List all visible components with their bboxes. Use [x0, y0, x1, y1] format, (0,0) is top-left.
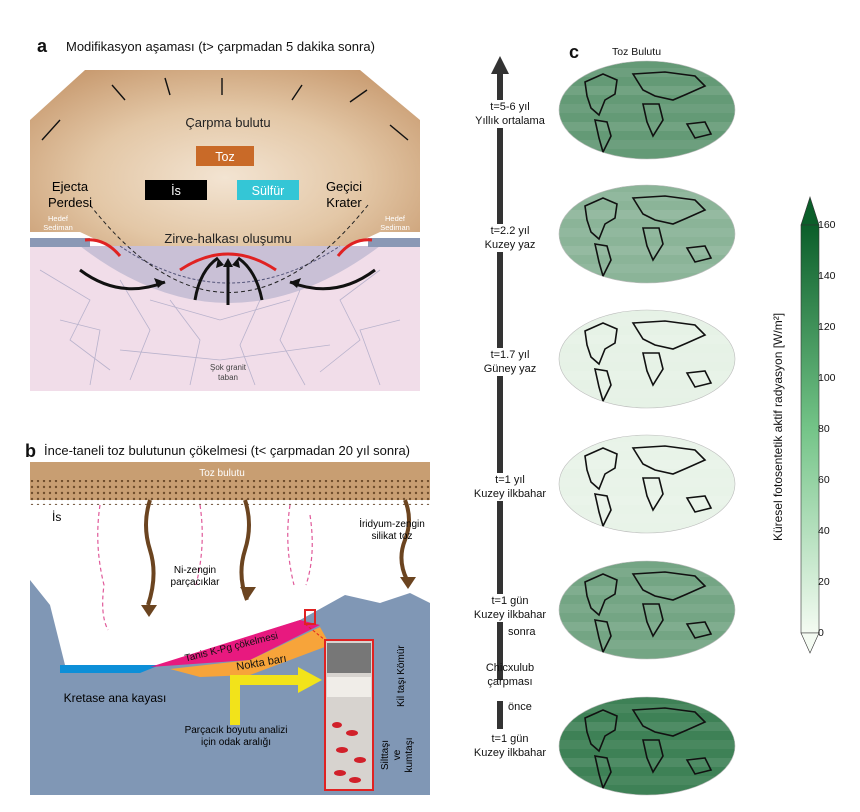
target-sediment-left-2: Sediman — [43, 223, 73, 232]
basement-label-2: taban — [218, 373, 238, 382]
timeline-label-2-line1: t=2.2 yıl — [455, 224, 565, 238]
transient-crater-label-2: Krater — [326, 195, 362, 210]
sulfur-label: Sülfür — [252, 184, 285, 198]
panel-a-diagram: Çarpma bulutu Toz İs Sülfür Ejecta Perde… — [30, 70, 420, 391]
pre-impact-line1: t=1 gün — [455, 732, 565, 746]
panel-a-title: Modifikasyon aşaması (t> çarpmadan 5 dak… — [66, 39, 375, 54]
radiation-map — [558, 434, 736, 534]
timeline-label-5-line2: Kuzey ilkbahar — [455, 608, 565, 622]
iridium-label-2: silikat toz — [371, 531, 412, 542]
radiation-map — [558, 60, 736, 160]
timeline-label-2-line2: Kuzey yaz — [455, 238, 565, 252]
timeline-label-3-line1: t=1.7 yıl — [455, 348, 565, 362]
map-grid — [558, 60, 736, 796]
target-sediment-right-2: Sediman — [380, 223, 410, 232]
colorbar-tick: 60 — [818, 474, 830, 486]
basement-label-1: Şok granit — [210, 363, 247, 372]
timeline-label-3-line2: Güney yaz — [455, 362, 565, 376]
timeline-label-4-line1: t=1 yıl — [455, 473, 565, 487]
dust-label: Toz — [215, 150, 234, 164]
colorbar-tick: 20 — [818, 576, 830, 588]
radiation-map — [558, 309, 736, 409]
claystone-label: Kil taşı — [396, 677, 407, 707]
soot-b-label: İs — [52, 510, 61, 524]
colorbar — [800, 196, 820, 654]
colorbar-tick: 40 — [818, 525, 830, 537]
colorbar-tick: 0 — [818, 627, 824, 639]
peak-ring-label: Zirve-halkası oluşumu — [164, 231, 291, 246]
colorbar-tick: 80 — [818, 423, 830, 435]
event-label-line1: Chicxulub — [485, 662, 535, 674]
timeline-label-1-line1: t=5-6 yıl — [455, 100, 565, 114]
target-sediment-right-1: Hedef — [385, 214, 406, 223]
panel-b-label: b — [25, 441, 36, 461]
siltstone-label-3: kumtaşı — [404, 737, 415, 772]
event-label-line2: çarpması — [487, 676, 533, 688]
colorbar-tick: 160 — [818, 219, 836, 231]
ni-particles-label-2: parçacıklar — [171, 577, 221, 588]
radiation-map — [558, 560, 736, 660]
radiation-map — [558, 184, 736, 284]
timeline-label-5-line1: t=1 gün — [455, 594, 565, 608]
pre-impact-line2: Kuzey ilkbahar — [455, 746, 565, 760]
ni-particles-label-1: Ni-zengin — [174, 565, 216, 576]
before-label: önce — [508, 701, 532, 713]
panel-c-label: c — [569, 42, 580, 62]
target-sediment-left-1: Hedef — [48, 214, 69, 223]
colorbar-tick: 140 — [818, 270, 836, 282]
focus-interval-label-1: Parçacık boyutu analizi — [185, 725, 288, 736]
after-label: sonra — [508, 626, 536, 638]
panel-b-title: İnce-taneli toz bulutunun çökelmesi (t< … — [44, 443, 410, 458]
time-arrow — [491, 56, 509, 729]
timeline-label-1-line2: Yıllık ortalama — [455, 114, 565, 128]
dust-cloud-label: Toz bulutu — [199, 468, 245, 479]
colorbar-label: Küresel fotosentetik aktif radyasyon [W/… — [771, 312, 785, 542]
colorbar-tick: 120 — [818, 321, 836, 333]
radiation-map — [558, 696, 736, 796]
iridium-label-1: İridyum-zengin — [359, 517, 425, 530]
panel-a-label: a — [37, 36, 48, 56]
colorbar-tick: 100 — [818, 372, 836, 384]
soot-label: İs — [171, 184, 181, 198]
siltstone-label-2: ve — [392, 749, 403, 760]
siltstone-label-1: Silttaşı — [380, 740, 391, 770]
timeline-label-4-line2: Kuzey ilkbahar — [455, 487, 565, 501]
transient-crater-label-1: Geçici — [326, 179, 362, 194]
focus-interval-label-2: için odak aralığı — [201, 737, 271, 748]
panel-b-diagram: Toz bulutu Tanis K-Pg çökelmesi Nokta ba… — [30, 462, 430, 795]
ejecta-curtain-label-2: Perdesi — [48, 195, 92, 210]
impact-cloud-label: Çarpma bulutu — [185, 115, 270, 130]
coal-label: Kömür — [396, 645, 407, 675]
impact-cloud-shape — [30, 70, 420, 266]
ejecta-curtain-label-1: Ejecta — [52, 179, 89, 194]
map-title: Toz Bulutu — [612, 46, 662, 58]
cretaceous-bedrock-label: Kretase ana kayası — [64, 691, 167, 705]
